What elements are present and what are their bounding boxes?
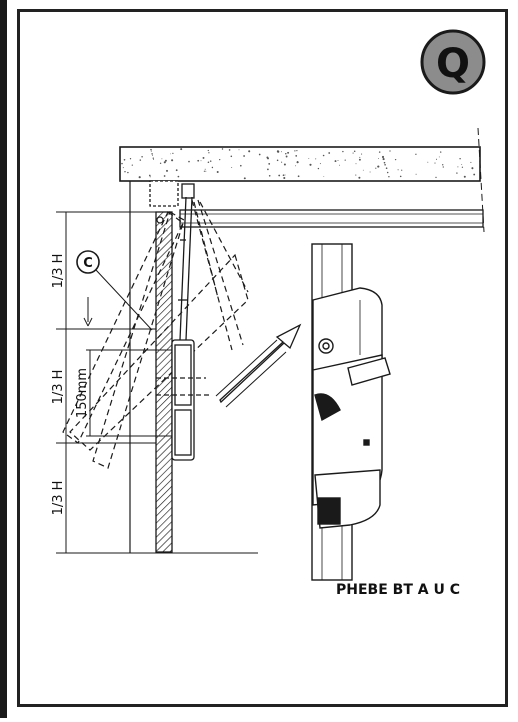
dimension-third-top: 1/3 H — [51, 254, 66, 289]
dimension-150mm: 150mm — [75, 368, 90, 418]
product-detail-view — [311, 243, 391, 581]
zoom-arrow — [215, 323, 302, 408]
step-badge-letter: Q — [436, 41, 470, 87]
door-hinge — [156, 216, 164, 224]
page-edge-bar — [0, 0, 7, 718]
operator-side-view — [156, 339, 210, 461]
arm-motion-dashed — [191, 199, 249, 351]
panel-frame — [17, 9, 508, 707]
callout-c: C — [76, 250, 153, 331]
product-name: PHEBE BT A U C — [336, 582, 460, 598]
guide-rail — [179, 209, 484, 228]
dimension-third-middle: 1/3 H — [51, 370, 66, 405]
ceiling-slab — [119, 127, 485, 233]
dimension-lines — [56, 211, 258, 554]
operator-arm — [178, 196, 193, 341]
ceiling-bracket — [149, 180, 179, 207]
step-badge: Q — [420, 29, 486, 95]
callout-c-letter: C — [83, 256, 93, 271]
arm-pivot — [181, 183, 195, 199]
dimension-third-bottom: 1/3 H — [51, 481, 66, 516]
